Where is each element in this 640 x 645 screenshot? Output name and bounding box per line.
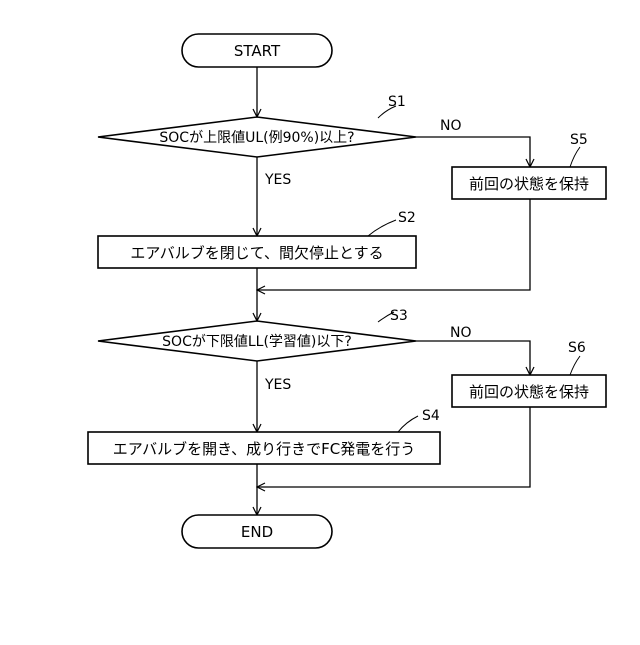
process-s6: 前回の状態を保持	[452, 375, 606, 407]
step-id-s2: S2	[398, 210, 416, 226]
s6-leader-line	[570, 356, 580, 375]
s4-leader-line	[398, 416, 418, 432]
decision-s3: SOCが下限値LL(学習値)以下?	[98, 321, 416, 361]
s3-no-label: NO	[450, 325, 472, 341]
step-id-s4: S4	[422, 408, 440, 424]
step-id-s1: S1	[388, 94, 406, 110]
s1-yes-label: YES	[264, 172, 291, 188]
decision-s1: SOCが上限値UL(例90%)以上?	[98, 117, 416, 157]
decision-s3-label: SOCが下限値LL(学習値)以下?	[162, 334, 352, 350]
decision-s1-label: SOCが上限値UL(例90%)以上?	[159, 130, 354, 146]
end-label: END	[241, 523, 273, 541]
process-s6-label: 前回の状態を保持	[469, 383, 589, 401]
process-s5-label: 前回の状態を保持	[469, 175, 589, 193]
process-s4: エアバルブを開き、成り行きでFC発電を行う	[88, 432, 440, 464]
process-s2-label: エアバルブを閉じて、間欠停止とする	[130, 244, 383, 262]
flow-s1-no-to-s5	[416, 137, 530, 167]
step-id-s5: S5	[570, 132, 588, 148]
s1-no-label: NO	[440, 118, 462, 134]
start-label: START	[234, 42, 281, 60]
s2-leader-line	[368, 220, 396, 236]
end-terminal: END	[182, 515, 332, 548]
step-id-s3: S3	[390, 308, 408, 324]
process-s2: エアバルブを閉じて、間欠停止とする	[98, 236, 416, 268]
flow-s3-no-to-s6	[416, 341, 530, 375]
process-s5: 前回の状態を保持	[452, 167, 606, 199]
s5-leader-line	[570, 147, 580, 167]
s3-yes-label: YES	[264, 377, 291, 393]
start-terminal: START	[182, 34, 332, 67]
step-id-s6: S6	[568, 340, 586, 356]
process-s4-label: エアバルブを開き、成り行きでFC発電を行う	[113, 440, 415, 458]
